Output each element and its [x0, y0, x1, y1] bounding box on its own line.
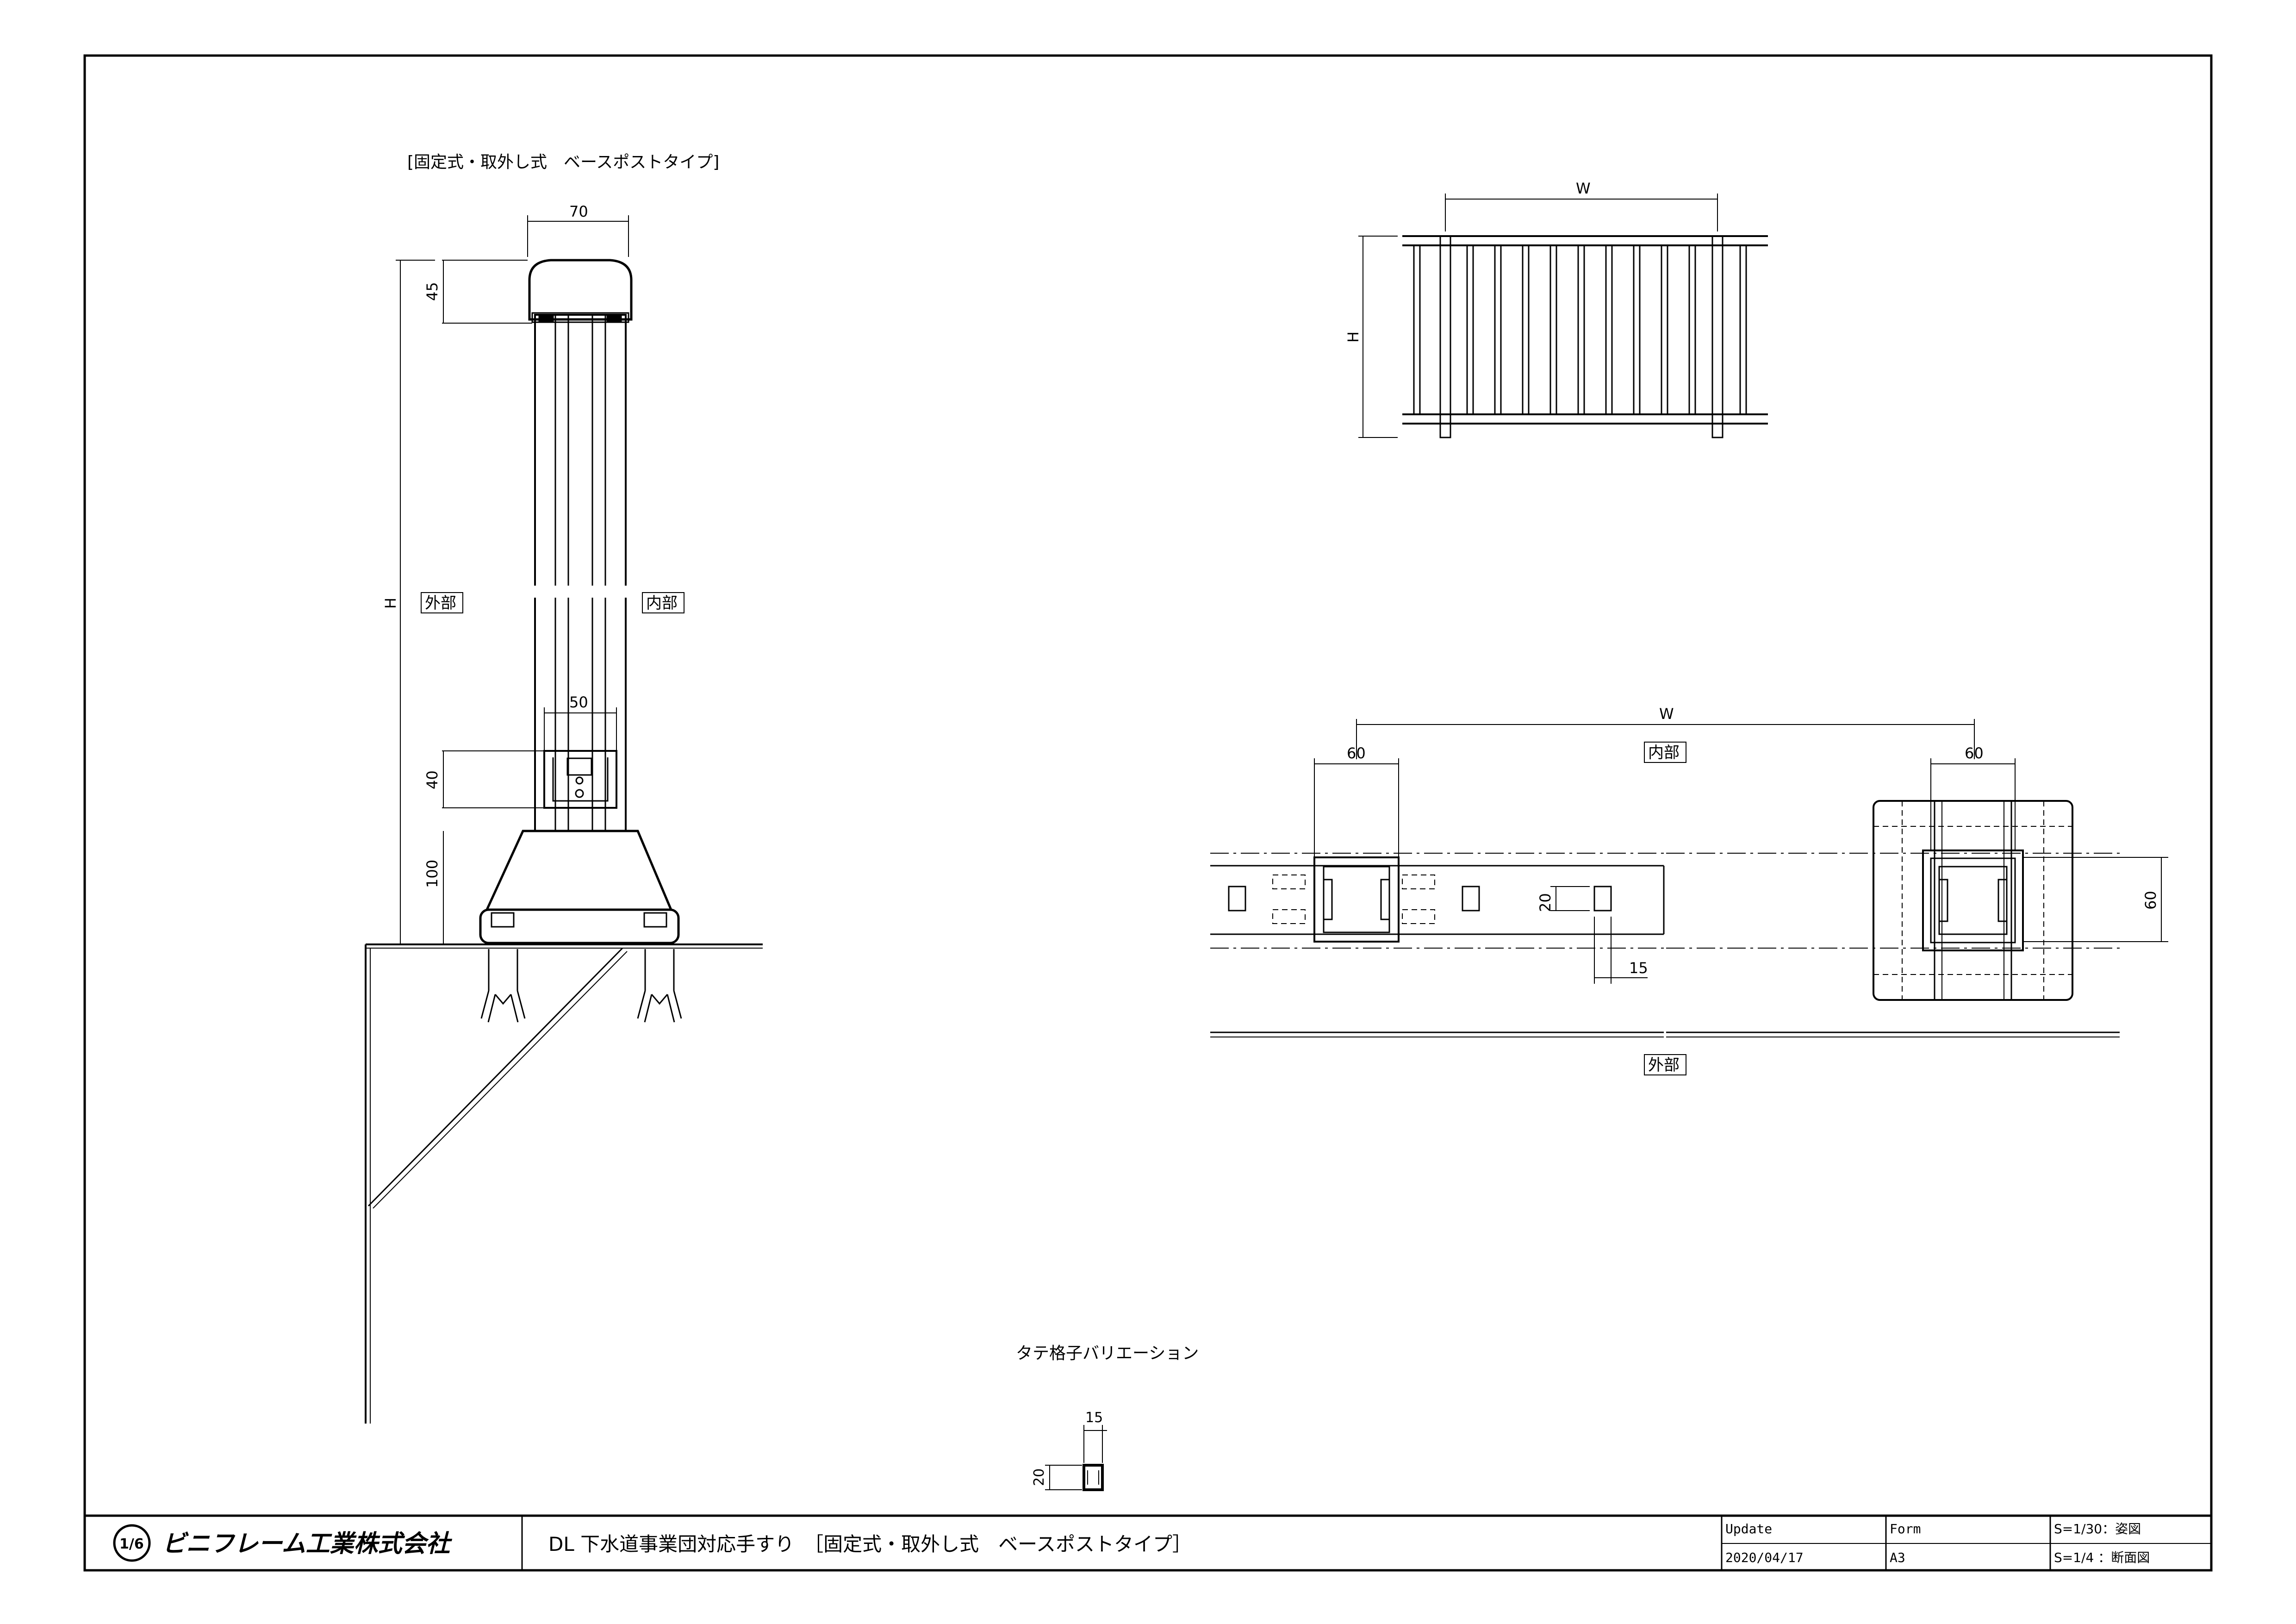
- title-block: [85, 1514, 2211, 1570]
- label-box-outside: [421, 592, 463, 613]
- plan-label-box-inside: [1644, 742, 1686, 763]
- form-value: A3: [1890, 1550, 1905, 1565]
- sheet-border: [83, 54, 2213, 1572]
- dim-base-height: 100: [423, 860, 441, 888]
- scale-section: S=1/4 ：断面図: [2054, 1550, 2150, 1565]
- plan-dim-post-right: 60: [1965, 744, 1984, 762]
- scale-elevation: S=1/30：姿図: [2054, 1521, 2141, 1537]
- variation-title: タテ格子バリエーション: [1016, 1344, 1199, 1363]
- slot-2: [1462, 886, 1480, 912]
- anchor-bolt-left: [480, 949, 526, 1023]
- elevation-title: [固定式・取外し式 ベースポストタイプ]: [407, 153, 719, 172]
- plan-dim-slot-width: 15: [1629, 959, 1648, 977]
- update-value: 2020/04/17: [1725, 1550, 1804, 1565]
- label-box-inside: [642, 592, 684, 613]
- base-plate: [485, 830, 673, 911]
- slot-1: [1228, 886, 1246, 912]
- product-title: DL 下水道事業団対応手すり ［固定式・取外し式 ベースポストタイプ］: [548, 1533, 1192, 1555]
- mounting-bracket: [543, 750, 617, 809]
- plan-dim-post-left: 60: [1347, 744, 1366, 762]
- dim-total-height: H: [382, 598, 399, 609]
- plan-post-left: [1313, 856, 1400, 943]
- form-label: Form: [1890, 1521, 1921, 1537]
- label-outside: 外部: [425, 594, 456, 612]
- vertical-balusters: [1413, 245, 1747, 414]
- elevation-dimensions: [396, 215, 629, 945]
- label-inside: 内部: [646, 594, 678, 612]
- dim-bracket-height: 40: [423, 770, 441, 789]
- company-logo-text: 1/6: [119, 1536, 144, 1552]
- variation-detail: [1045, 1425, 1107, 1491]
- plan-base-plate: [1873, 800, 2073, 1001]
- plan-view: [1210, 719, 2168, 1037]
- company-logo-icon: [113, 1524, 151, 1562]
- company-name: ビニフレーム工業株式会社: [162, 1530, 452, 1558]
- variation-dim-height: 20: [1031, 1468, 1047, 1486]
- plan-label-box-outside: [1644, 1054, 1686, 1075]
- variation-dim-width: 15: [1085, 1410, 1103, 1426]
- plan-post-right: [1922, 849, 2024, 951]
- plan-label-inside: 内部: [1648, 743, 1680, 762]
- panel-elevation: [1358, 194, 1768, 438]
- elevation-view: [365, 215, 763, 1424]
- plan-dim-post-depth: 60: [2142, 891, 2159, 910]
- handrail-cap: [528, 259, 633, 321]
- plan-label-outside: 外部: [1648, 1056, 1680, 1074]
- anchor-bolt-right: [637, 949, 682, 1023]
- dim-cap-height: 45: [423, 282, 441, 301]
- update-label: Update: [1725, 1521, 1772, 1537]
- slot-3: [1593, 886, 1612, 912]
- panel-dim-width: W: [1576, 180, 1591, 197]
- plan-dim-slot-height: 20: [1537, 893, 1554, 912]
- panel-dim-height: H: [1344, 331, 1362, 343]
- post-body: [534, 314, 627, 832]
- dim-bracket-width: 50: [569, 693, 588, 711]
- dim-top-width: 70: [569, 203, 588, 220]
- plan-dim-width: W: [1659, 705, 1674, 723]
